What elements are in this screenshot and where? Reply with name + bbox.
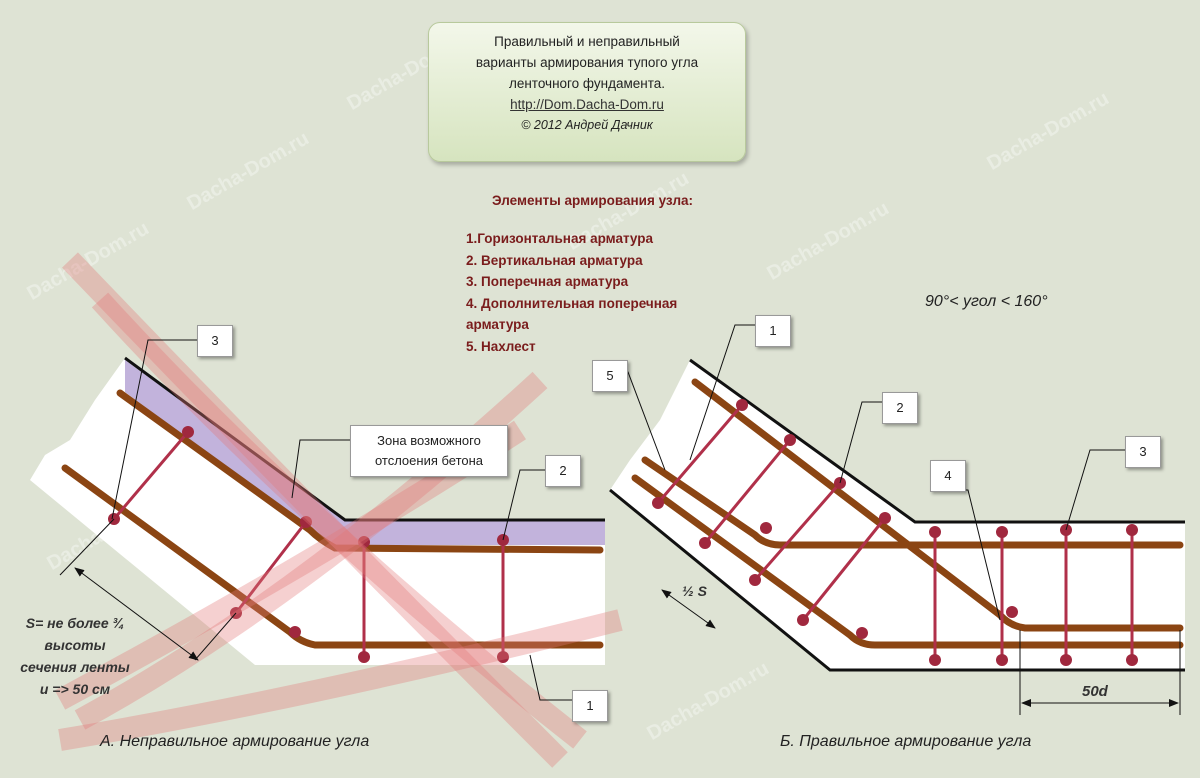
title-line: ленточного фундамента. <box>508 76 666 91</box>
caption-a: А. Неправильное армирование угла <box>100 733 370 750</box>
callout-5: 5 <box>592 360 628 392</box>
title-line: Правильный и неправильный <box>494 34 680 49</box>
half-s-label: ½ S <box>682 583 707 599</box>
caption-b: Б. Правильное армирование угла <box>780 733 1032 750</box>
foundation-band <box>610 360 1185 670</box>
callout-1: 1 <box>755 315 791 347</box>
callout-4: 4 <box>930 460 966 492</box>
legend-item: 5. Нахлест <box>466 338 536 354</box>
legend-item: 4. Дополнительная поперечная <box>466 295 678 311</box>
callout-3: 3 <box>1125 436 1161 468</box>
title-scroll: Правильный и неправильный варианты армир… <box>428 22 746 162</box>
stirrups <box>656 404 1134 660</box>
diagram-a <box>30 252 623 768</box>
note-line: и => 50 см <box>39 681 111 697</box>
rebars <box>631 378 1184 649</box>
legend-item: арматура <box>466 317 529 332</box>
copyright: © 2012 Андрей Дачник <box>521 118 653 132</box>
site-link[interactable]: http://Dom.Dacha-Dom.ru <box>510 97 664 112</box>
lap-label: 50d <box>1082 683 1108 700</box>
callout-3: 3 <box>197 325 233 357</box>
callout-1: 1 <box>572 690 608 722</box>
callout-2: 2 <box>882 392 918 424</box>
legend-heading: Элементы армирования узла: <box>492 193 694 208</box>
note-line: высоты <box>44 637 106 653</box>
legend-item: 3. Поперечная арматура <box>466 274 629 289</box>
legend-list: 1.Горизонтальная арматура 2. Вертикальна… <box>466 228 677 357</box>
zone-label: Зона возможного отслоения бетона <box>350 425 508 477</box>
note-line: сечения ленты <box>20 659 130 675</box>
title-line: варианты армирования тупого угла <box>475 55 699 70</box>
stirrups <box>112 431 505 655</box>
diagram-b <box>592 324 1185 715</box>
legend-item: 1.Горизонтальная арматура <box>466 231 654 246</box>
angle-note: 90°< угол < 160° <box>925 293 1048 310</box>
delamination-zone <box>125 360 605 545</box>
spacing-note: S= не более ¾ высоты сечения ленты и => … <box>10 612 140 700</box>
legend-item: 2. Вертикальная арматура <box>466 252 643 268</box>
callout-2: 2 <box>545 455 581 487</box>
note-line: S= не более ¾ <box>25 615 125 631</box>
